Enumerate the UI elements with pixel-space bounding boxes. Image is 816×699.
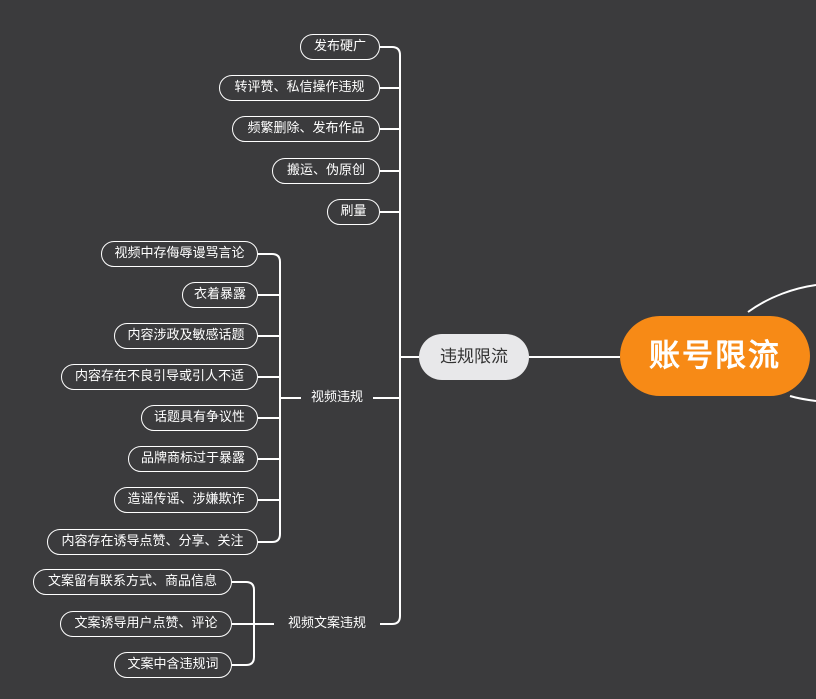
root-offscreen-arc: [747, 284, 816, 313]
direct-item-frequent-delete[interactable]: 频繁删除、发布作品: [232, 116, 380, 142]
root-node-account-throttle[interactable]: 账号限流: [620, 316, 810, 396]
main-spine: [380, 46, 401, 625]
direct-item-repost-pseudo-original[interactable]: 搬运、伪原创: [272, 158, 380, 184]
video-item-brand-exposure[interactable]: 品牌商标过于暴露: [128, 446, 258, 472]
direct-item-fake-traffic[interactable]: 刷量: [327, 199, 380, 225]
video-violation-spine: [258, 253, 281, 543]
root-offscreen-arc-lower: [789, 395, 816, 402]
copy-item-banned-words[interactable]: 文案中含违规词: [114, 652, 232, 678]
copy-item-induce-comment[interactable]: 文案诱导用户点赞、评论: [60, 611, 232, 637]
video-item-bad-guidance[interactable]: 内容存在不良引导或引人不适: [61, 364, 258, 390]
video-item-induce-engagement[interactable]: 内容存在诱导点赞、分享、关注: [47, 529, 258, 555]
video-item-controversial[interactable]: 话题具有争议性: [141, 405, 258, 431]
video-item-political[interactable]: 内容涉政及敏感话题: [114, 323, 258, 349]
video-item-revealing-clothes[interactable]: 衣着暴露: [182, 282, 258, 308]
copy-violation-node[interactable]: 视频文案违规: [287, 616, 366, 631]
direct-item-ad[interactable]: 发布硬广: [300, 34, 380, 60]
copy-item-contact-info[interactable]: 文案留有联系方式、商品信息: [33, 569, 232, 595]
video-item-rumor-fraud[interactable]: 造谣传谣、涉嫌欺诈: [114, 487, 258, 513]
video-item-insult[interactable]: 视频中存侮辱谩骂言论: [101, 241, 258, 267]
direct-item-interaction-violation[interactable]: 转评赞、私信操作违规: [219, 75, 380, 101]
video-violation-node[interactable]: 视频违规: [310, 390, 363, 405]
branch-node-violation-throttle[interactable]: 违规限流: [419, 334, 529, 380]
